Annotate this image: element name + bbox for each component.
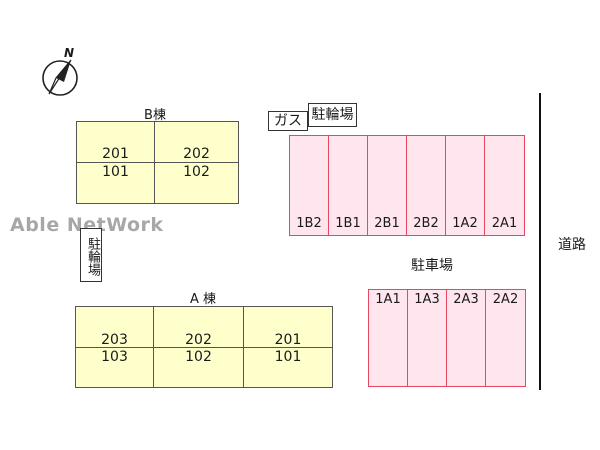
parking-slot: 2A2 xyxy=(486,290,525,386)
building-b-unit: 202 102 xyxy=(155,122,238,203)
unit-number-upper: 202 xyxy=(185,332,212,348)
unit-number-upper: 202 xyxy=(183,146,210,162)
parking-label: 駐車場 xyxy=(411,258,453,274)
parking-slot-label: 2B1 xyxy=(374,216,400,231)
parking-slot: 2B2 xyxy=(407,136,446,235)
unit-number-lower: 103 xyxy=(101,349,128,365)
unit-number-lower: 102 xyxy=(183,164,210,180)
unit-number-lower: 102 xyxy=(185,349,212,365)
building-a-unit: 203 103 xyxy=(76,307,154,387)
parking-slot: 1B1 xyxy=(329,136,368,235)
building-b: 201 101 202 102 xyxy=(76,121,239,204)
parking-slot-label: 1B1 xyxy=(335,216,361,231)
parking-slot-label: 1A1 xyxy=(375,292,401,307)
unit-number-upper: 201 xyxy=(102,146,129,162)
parking-slot-label: 1A3 xyxy=(414,292,440,307)
unit-number-lower: 101 xyxy=(102,164,129,180)
parking-slot: 2A3 xyxy=(447,290,486,386)
parking-slot: 1A3 xyxy=(408,290,447,386)
parking-slot-label: 2A3 xyxy=(453,292,479,307)
parking-slot-label: 2A2 xyxy=(492,292,519,307)
parking-slot-label: 2B2 xyxy=(413,216,439,231)
compass: N xyxy=(40,46,84,98)
parking-slot: 2A1 xyxy=(485,136,524,235)
parking-slot-label: 1A2 xyxy=(452,216,478,231)
road-line xyxy=(539,93,541,390)
parking-slot: 1B2 xyxy=(290,136,329,235)
bike-parking-left: 駐輪場 xyxy=(80,228,102,282)
unit-number-upper: 201 xyxy=(274,332,302,348)
parking-lot-upper: 1B2 1B1 2B1 2B2 1A2 2A1 xyxy=(289,135,525,236)
building-a: 203 103 202 102 201 101 xyxy=(75,306,333,388)
parking-slot: 1A2 xyxy=(446,136,485,235)
road-label: 道路 xyxy=(558,237,586,253)
building-a-label: A 棟 xyxy=(189,292,217,307)
north-arrow-icon xyxy=(42,59,78,96)
parking-slot: 1A1 xyxy=(369,290,408,386)
parking-slot-label: 1B2 xyxy=(296,216,322,231)
building-a-unit: 201 101 xyxy=(244,307,332,387)
compass-label: N xyxy=(64,46,75,60)
parking-lot-lower: 1A1 1A3 2A3 2A2 xyxy=(368,289,526,387)
parking-slot-label: 2A1 xyxy=(491,216,518,231)
parking-slot: 2B1 xyxy=(368,136,407,235)
building-a-unit: 202 102 xyxy=(154,307,244,387)
building-b-unit: 201 101 xyxy=(77,122,155,203)
building-b-label: B棟 xyxy=(144,108,166,123)
bike-parking-top: 駐輪場 xyxy=(308,103,357,127)
unit-number-lower: 101 xyxy=(274,349,302,365)
gas-label: ガス xyxy=(268,111,308,131)
watermark: Able NetWork xyxy=(10,214,164,236)
unit-number-upper: 203 xyxy=(101,332,128,348)
